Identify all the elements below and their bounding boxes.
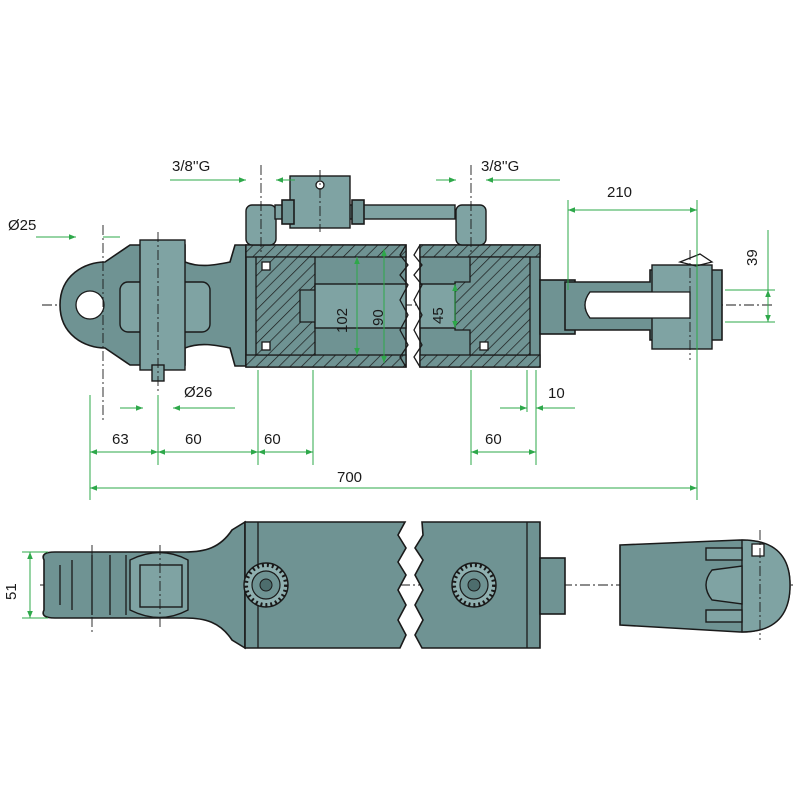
dim-overall: 700 xyxy=(337,469,362,486)
eye-bore xyxy=(75,290,105,320)
top-exterior-view xyxy=(22,520,795,650)
dim-port-left: 3/8''G xyxy=(172,158,210,175)
dim-60a: 60 xyxy=(185,431,202,448)
dim-63: 63 xyxy=(112,431,129,448)
dim-60b: 60 xyxy=(264,431,281,448)
dim-eye-thickness: 51 xyxy=(3,583,20,600)
dim-bore-inner: 90 xyxy=(370,309,387,326)
dim-eye-bore: Ø25 xyxy=(8,217,36,234)
dim-fork-length: 210 xyxy=(607,184,632,201)
dim-rod: 45 xyxy=(430,307,447,324)
side-section-view xyxy=(36,165,775,500)
port-nut-left xyxy=(243,562,289,608)
port-nut-right xyxy=(451,562,497,608)
dim-bore-outer: 102 xyxy=(334,308,351,333)
dim-port-right: 3/8''G xyxy=(481,158,519,175)
dim-gap: 10 xyxy=(548,385,565,402)
dim-60c: 60 xyxy=(485,431,502,448)
dim-pin: Ø26 xyxy=(184,384,212,401)
dim-fork-width: 39 xyxy=(744,249,761,266)
cylinder-top-left xyxy=(244,521,407,649)
